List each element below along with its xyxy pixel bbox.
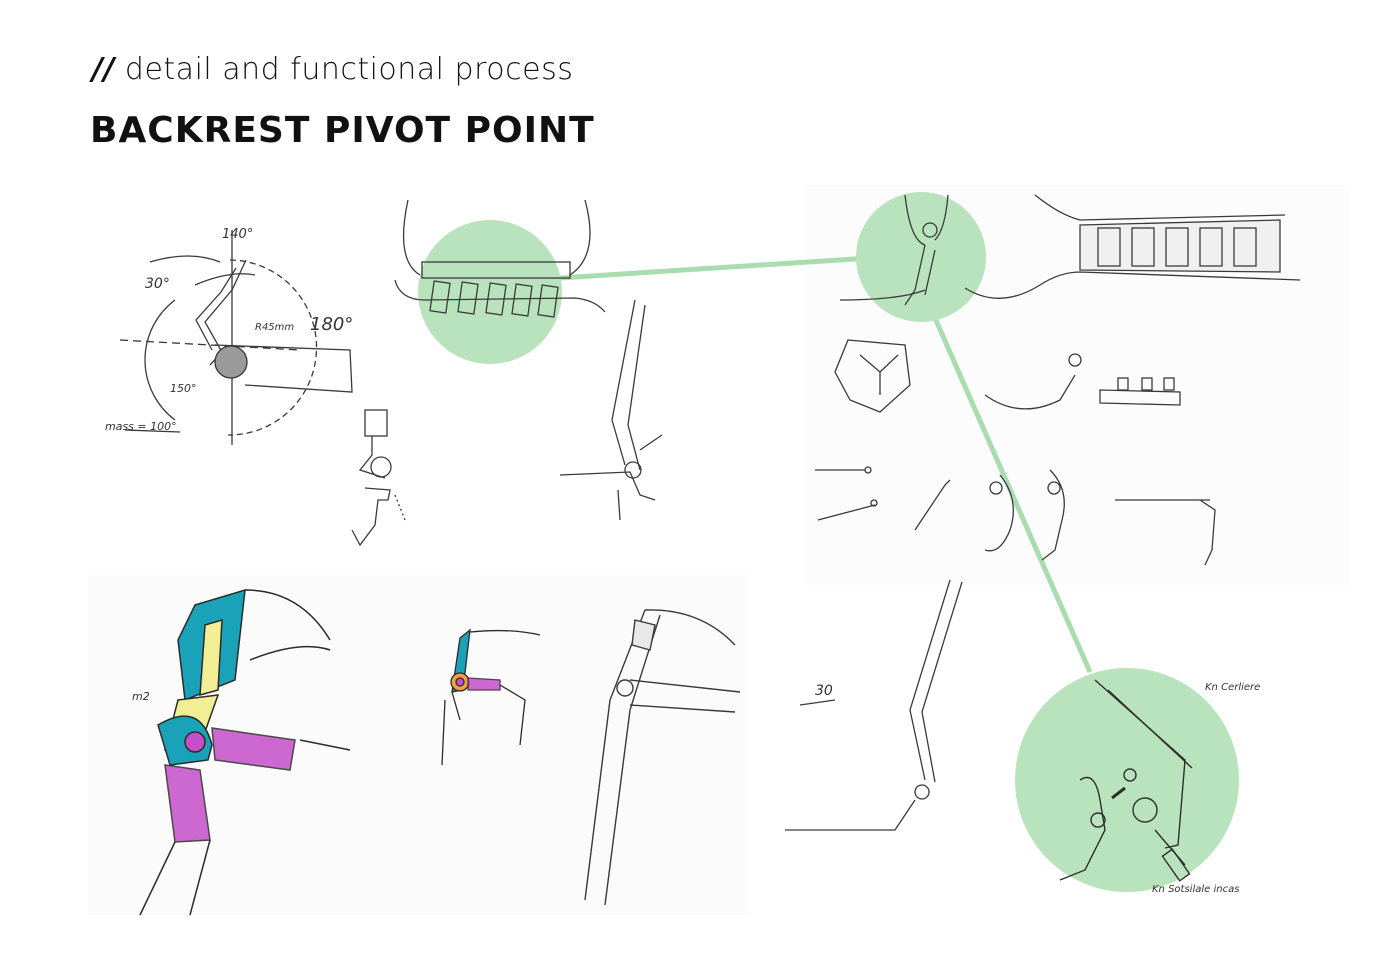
seat-slot-sketch (394, 199, 606, 318)
colored-joint-small (441, 628, 541, 766)
hub-sketch (834, 339, 911, 413)
backrest-side-sketch (559, 299, 663, 521)
section-subtitle: // detail and functional process (92, 52, 573, 87)
colored-joint-large (139, 588, 351, 916)
joint-closeup-sketch (351, 409, 406, 547)
angle-label-bottom: 150° (170, 382, 197, 395)
pivot-closeup-sketch (839, 194, 949, 306)
callout-bottom-label: Kn Sotsilale incas (1152, 884, 1239, 895)
hook-sketches (815, 353, 1216, 566)
angle-label-top: 140° (222, 227, 253, 242)
callout-top-label: Kn Cerliere (1205, 682, 1260, 693)
connector-line-diagonal (932, 316, 1093, 674)
connector-line-top (559, 255, 871, 281)
connector-lines (559, 255, 1093, 674)
seat-section-sketch (964, 194, 1301, 299)
pencil-joint-sketch (584, 609, 741, 906)
lever-arm-label: m2 (132, 690, 150, 703)
highlight-circle-top-right (856, 192, 986, 322)
subtitle-text: detail and functional process (124, 52, 574, 87)
angle-label-left: 30° (145, 276, 170, 292)
backrest-tilt-sketch (785, 579, 963, 831)
exploded-pivot-sketch (1059, 679, 1193, 882)
page-title: BACKREST PIVOT POINT (90, 110, 595, 151)
highlight-circle-left (418, 220, 562, 364)
tilt-label: 30 (815, 683, 833, 699)
mass-label: mass = 100° (105, 420, 177, 433)
radius-label: R45mm (255, 322, 294, 333)
rotation-angle-sketch (119, 230, 353, 445)
angle-label-right: 180° (310, 314, 353, 335)
subtitle-slash-mark: // (92, 52, 115, 87)
